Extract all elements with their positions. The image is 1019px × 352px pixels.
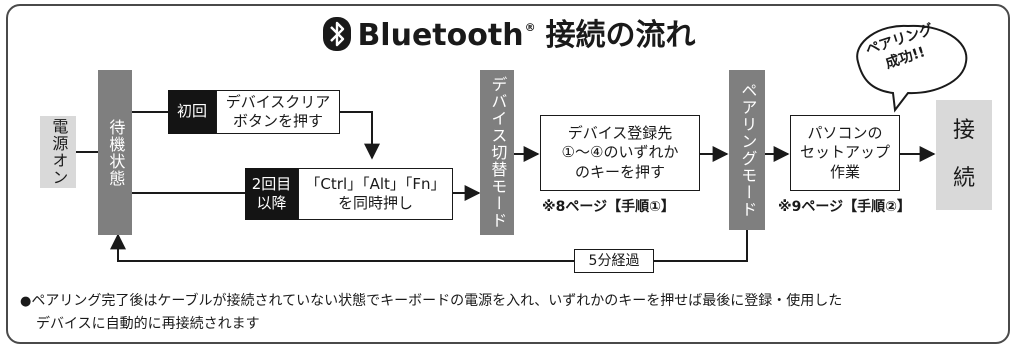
flow-frame [6,4,1010,344]
connector-return-left [110,233,574,262]
page-title: Bluetooth® 接続の流れ [0,10,1019,54]
node-press-key: デバイス登録先 ①〜④のいずれか のキーを押す [540,115,700,191]
node-first-time-tag: 初回 [168,90,216,134]
node-pc-setup: パソコンの セットアップ 作業 [790,115,900,191]
node-power-on: 電源オン [40,116,76,188]
node-pairing-mode: ペアリングモード [729,70,765,230]
node-second-time-tag: 2回目 以降 [245,168,298,220]
footnote: ●ペアリング完了後はケーブルが接続されていない状態でキーボードの電源を入れ、いず… [20,290,1000,335]
node-standby: 待機状態 [98,70,132,235]
node-first-time-action: デバイスクリア ボタンを押す [216,90,340,134]
footnote-line1: ●ペアリング完了後はケーブルが接続されていない状態でキーボードの電源を入れ、いず… [20,293,843,309]
node-second-time-action: 「Ctrl」「Alt」「Fn」 を同時押し [298,168,453,220]
success-bubble [856,24,968,113]
connector-return-right [654,230,748,262]
title-suffix: 接続の流れ [545,18,696,53]
label-five-minutes: 5分経過 [574,249,654,273]
footnote-line2: デバイスに自動的に再接続されます [36,316,260,332]
title-bluetooth: Bluetooth [357,18,524,53]
caption-page8: ※8ページ【手順①】 [542,199,675,215]
bluetooth-icon [323,17,352,51]
connector-first-down [340,111,380,160]
node-device-switch-mode: デバイス切替モード [480,70,514,235]
node-connect: 接 続 [936,100,992,210]
registered-mark: ® [524,21,536,34]
caption-page9: ※9ページ【手順②】 [778,199,911,215]
